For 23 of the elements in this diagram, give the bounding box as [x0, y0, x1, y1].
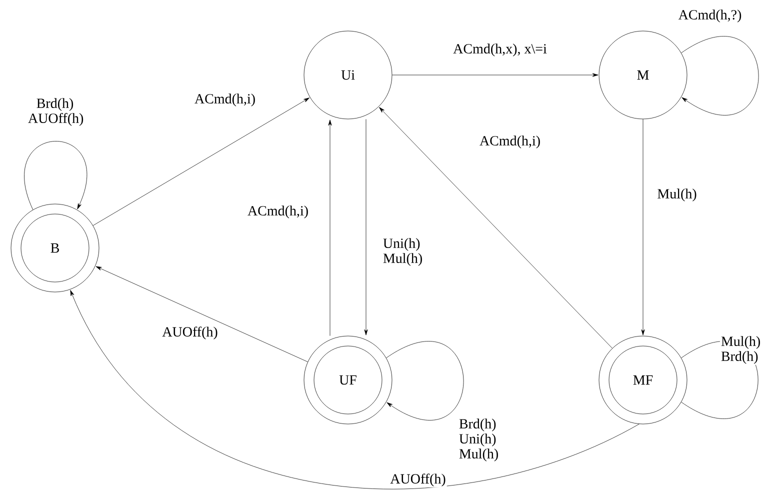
- transition-arrow: [96, 266, 308, 362]
- transition-arrow: [379, 107, 612, 348]
- edge-label: Uni(h) Mul(h): [382, 237, 422, 267]
- transition-arrow: [364, 119, 368, 336]
- edge-label: AUOff(h): [161, 326, 219, 340]
- self-loop-arrow: [681, 36, 759, 116]
- edge-label: ACmd(h,x), x\=i: [452, 42, 548, 58]
- edge-label: Brd(h) AUOff(h): [26, 97, 84, 127]
- self-loop-arrow: [386, 341, 464, 420]
- edge-label: AUOff(h): [389, 472, 447, 488]
- transition-arrow: [328, 120, 332, 336]
- edge-label: Mul(h): [656, 188, 698, 202]
- edge-label: ACmd(h,i): [246, 204, 310, 220]
- edge-label: Mul(h) Brd(h): [720, 335, 760, 365]
- transition-arrow: [392, 73, 598, 77]
- transition-arrow: [70, 290, 640, 490]
- transition-arrow: [641, 119, 645, 336]
- self-loop-arrow: [24, 141, 87, 210]
- transition-arrow: [92, 98, 310, 226]
- edge-label: ACmd(h,i): [193, 92, 257, 108]
- edge-label: ACmd(h,i): [478, 134, 542, 150]
- edge-label: ACmd(h,?): [677, 8, 743, 24]
- edge-label: Brd(h) Uni(h) Mul(h): [458, 418, 498, 462]
